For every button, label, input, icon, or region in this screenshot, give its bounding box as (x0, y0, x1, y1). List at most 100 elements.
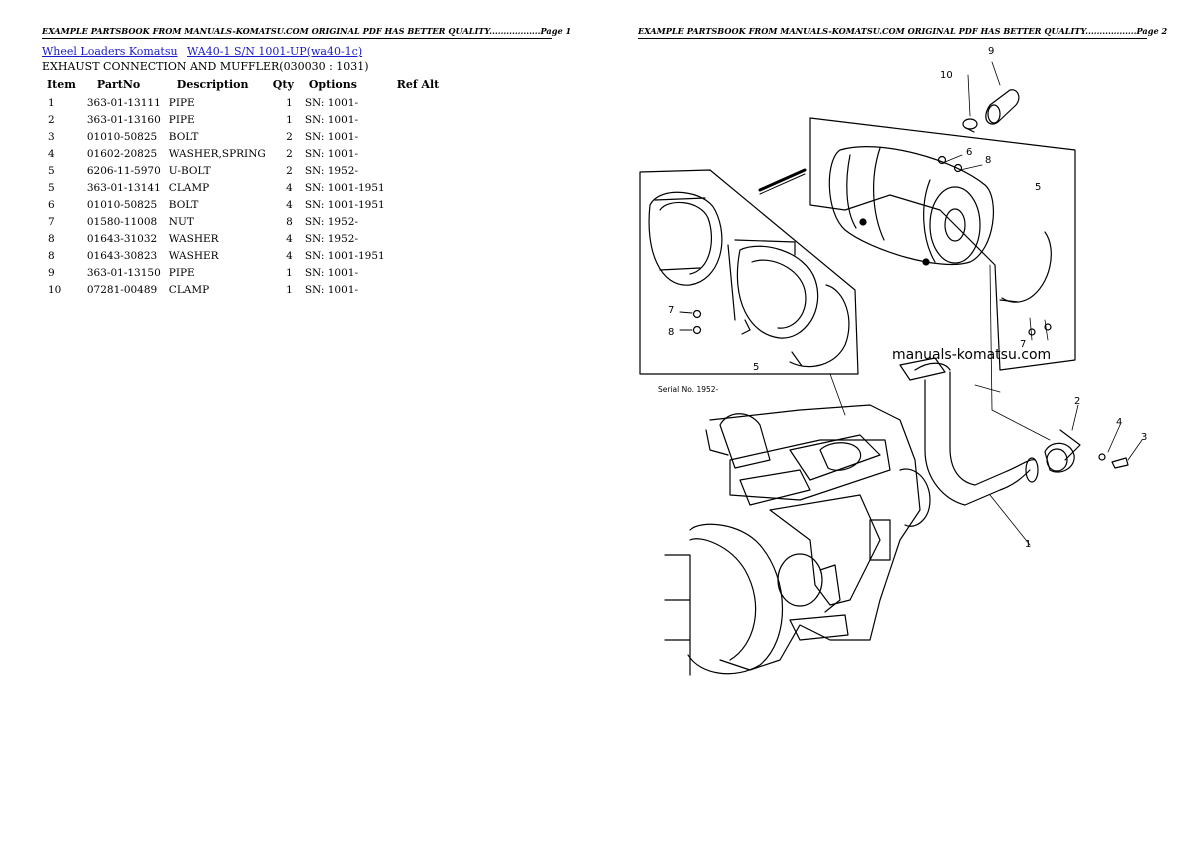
cell-description: PIPE (168, 96, 195, 109)
table-row: 4 01602-20825 WASHER,SPRING 2 SN: 1001- (42, 145, 444, 162)
cell-description: WASHER (168, 249, 219, 262)
cell-item: 7 (48, 215, 55, 228)
col-header-description: Description (176, 77, 249, 91)
cell-item: 6 (48, 198, 55, 211)
col-header-qty: Qty (272, 77, 294, 91)
cell-partno: 6206-11-5970 (86, 164, 161, 177)
pipe-2-and-bolts (1044, 404, 1143, 473)
cell-partno: 363-01-13111 (86, 96, 161, 109)
cell-description: NUT (168, 215, 194, 228)
cell-description: BOLT (168, 130, 199, 143)
cell-qty: 1 (286, 113, 293, 126)
callout-5: 5 (1035, 182, 1041, 193)
cell-options: SN: 1001- (304, 283, 358, 296)
breadcrumb: Wheel Loaders Komatsu WA40-1 S/N 1001-UP… (42, 45, 368, 58)
cell-item: 9 (48, 266, 55, 279)
cell-options: SN: 1001- (304, 147, 358, 160)
callout-9: 9 (988, 46, 994, 57)
exhaust-pipe (899, 357, 1039, 546)
callout-2: 2 (1074, 396, 1080, 407)
cell-options: SN: 1001-1951 (304, 249, 385, 262)
breadcrumb-link-category[interactable]: Wheel Loaders Komatsu (42, 45, 178, 58)
parts-table: Item PartNo Description Qty Options Ref … (42, 76, 444, 298)
inset-frame-ubolt (639, 169, 859, 375)
page-2: EXAMPLE PARTSBOOK FROM MANUALS-KOMATSU.C… (595, 0, 1190, 842)
cell-qty: 4 (286, 198, 293, 211)
cell-description: PIPE (168, 113, 195, 126)
cell-description: CLAMP (168, 283, 210, 296)
cell-partno: 363-01-13141 (86, 181, 161, 194)
callout-8-inset: 8 (668, 327, 674, 338)
cell-options: SN: 1001- (304, 113, 358, 126)
cell-options: SN: 1001- (304, 130, 358, 143)
muffler-group-frame (758, 117, 1076, 371)
cell-qty: 1 (286, 266, 293, 279)
cell-qty: 2 (286, 147, 293, 160)
cell-partno: 363-01-13150 (86, 266, 161, 279)
table-row: 9 363-01-13150 PIPE 1 SN: 1001- (42, 264, 444, 281)
cell-description: PIPE (168, 266, 195, 279)
cell-options: SN: 1001- (304, 266, 358, 279)
table-row: 2 363-01-13160 PIPE 1 SN: 1001- (42, 111, 444, 128)
tail-pipe-and-clamp (962, 61, 1020, 133)
col-header-ref-alt: Ref Alt (396, 77, 440, 91)
cell-item: 5 (48, 164, 55, 177)
cell-item: 4 (48, 147, 55, 160)
cell-description: WASHER,SPRING (168, 147, 266, 160)
callout-labels: 9 10 6 8 5 7 7 8 5 2 4 3 1 Serial No. 19… (658, 46, 1147, 550)
cell-qty: 4 (286, 249, 293, 262)
cell-qty: 1 (286, 283, 293, 296)
cell-qty: 2 (286, 130, 293, 143)
col-header-options: Options (308, 77, 357, 91)
cell-partno: 363-01-13160 (86, 113, 161, 126)
callout-7: 7 (1020, 339, 1026, 350)
page-2-header: EXAMPLE PARTSBOOK FROM MANUALS-KOMATSU.C… (638, 26, 1167, 39)
cell-item: 1 (48, 96, 55, 109)
table-header-row: Item PartNo Description Qty Options Ref … (42, 76, 444, 94)
page-1: EXAMPLE PARTSBOOK FROM MANUALS-KOMATSU.C… (42, 26, 571, 298)
cell-description: CLAMP (168, 181, 210, 194)
cell-description: U-BOLT (168, 164, 211, 177)
hardware-6-8 (937, 154, 1052, 341)
cell-item: 2 (48, 113, 55, 126)
cell-partno: 01580-11008 (86, 215, 158, 228)
cell-options: SN: 1952- (304, 215, 358, 228)
cell-qty: 1 (286, 96, 293, 109)
inset-serial-note: Serial No. 1952- (658, 385, 719, 394)
cell-qty: 4 (286, 232, 293, 245)
callout-1: 1 (1025, 539, 1031, 550)
callout-3: 3 (1141, 432, 1147, 443)
cell-qty: 2 (286, 164, 293, 177)
table-row: 7 01580-11008 NUT 8 SN: 1952- (42, 213, 444, 230)
callout-4: 4 (1116, 417, 1122, 428)
cell-description: WASHER (168, 232, 219, 245)
cell-qty: 8 (286, 215, 293, 228)
cell-partno: 01602-20825 (86, 147, 158, 160)
cell-partno: 01010-50825 (86, 198, 158, 211)
cell-partno: 01010-50825 (86, 130, 158, 143)
callout-8: 8 (985, 155, 991, 166)
cell-item: 10 (48, 283, 62, 296)
col-header-partno: PartNo (96, 77, 141, 91)
callout-5-inset: 5 (753, 362, 759, 373)
cell-item: 5 (48, 181, 55, 194)
callout-6: 6 (966, 147, 972, 158)
cell-partno: 01643-30823 (86, 249, 158, 262)
engine-assembly (664, 264, 1051, 676)
callout-10: 10 (940, 70, 953, 81)
cell-description: BOLT (168, 198, 199, 211)
section-title: EXHAUST CONNECTION AND MUFFLER(030030 : … (42, 60, 369, 73)
breadcrumb-link-model[interactable]: WA40-1 S/N 1001-UP(wa40-1c) (187, 45, 363, 58)
col-header-item: Item (47, 77, 76, 91)
cell-item: 8 (48, 249, 55, 262)
cell-item: 8 (48, 232, 55, 245)
